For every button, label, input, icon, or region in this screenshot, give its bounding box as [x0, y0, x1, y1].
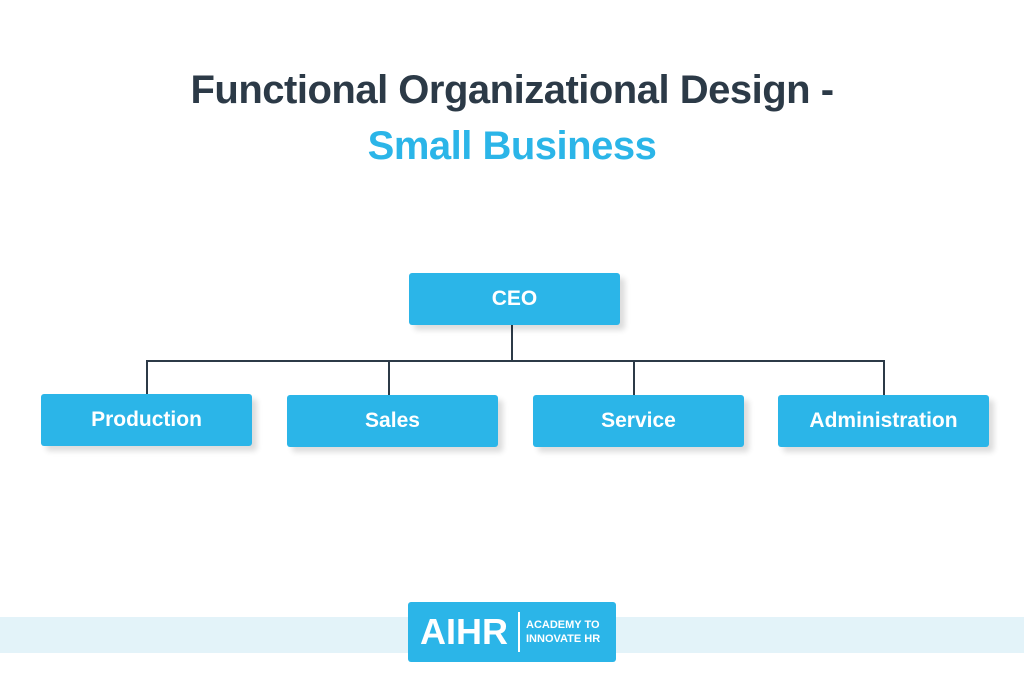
page-title: Functional Organizational Design -: [190, 68, 834, 112]
logo-mark: AIHR: [420, 611, 508, 652]
aihr-logo: AIHR ACADEMY TO INNOVATE HR: [408, 602, 616, 662]
logo-tagline-line2: INNOVATE HR: [526, 633, 601, 645]
org-node-administration: Administration: [778, 395, 989, 447]
org-node-ceo: CEO: [409, 273, 620, 325]
logo-divider: [518, 612, 520, 652]
page-subtitle: Small Business: [367, 124, 657, 168]
logo-tagline-line1: ACADEMY TO: [526, 619, 600, 631]
logo-tagline: ACADEMY TO INNOVATE HR: [526, 618, 600, 646]
org-node-production: Production: [41, 394, 252, 446]
org-node-sales: Sales: [287, 395, 498, 447]
org-node-service: Service: [533, 395, 744, 447]
